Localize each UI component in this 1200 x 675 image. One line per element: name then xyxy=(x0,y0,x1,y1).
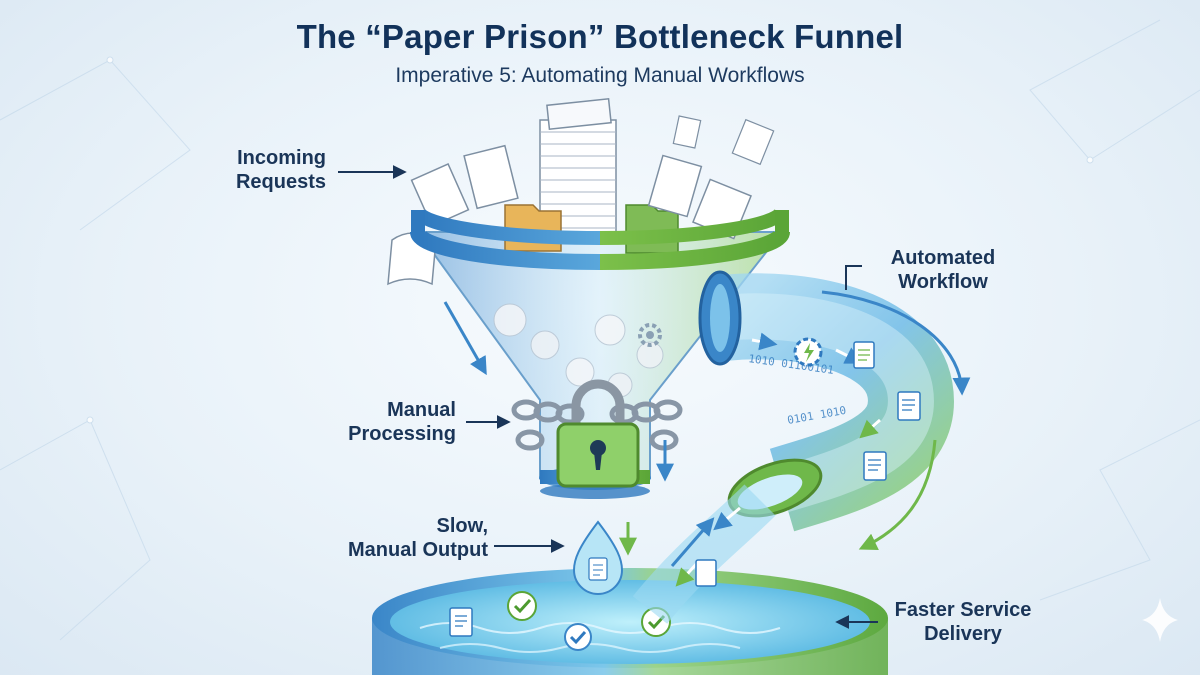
page-title: The “Paper Prison” Bottleneck Funnel xyxy=(296,18,904,55)
chain-icon xyxy=(511,399,683,451)
label-line: Processing xyxy=(348,423,456,445)
padlock-icon xyxy=(556,379,640,488)
label-line: Faster Service xyxy=(894,599,1032,621)
label-manual-processing: Manual Processing xyxy=(306,398,456,446)
checkmark-icon xyxy=(564,623,592,651)
page-subtitle: Imperative 5: Automating Manual Workflow… xyxy=(395,64,805,87)
automated-pipe: 1010 01100101 0101 1010 xyxy=(698,270,954,532)
label-slow-manual-output: Slow, Manual Output xyxy=(310,514,488,562)
label-line: Slow, xyxy=(436,515,488,537)
label-line: Requests xyxy=(235,171,326,193)
label-line: Manual Output xyxy=(348,539,488,561)
label-automated-workflow: Automated Workflow xyxy=(868,246,1018,294)
label-faster-service-delivery: Faster Service Delivery xyxy=(880,598,1046,646)
label-line: Workflow xyxy=(898,271,988,293)
data-stream xyxy=(632,484,776,624)
document-icon xyxy=(863,451,887,481)
document-icon xyxy=(897,391,921,421)
label-line: Automated xyxy=(890,247,996,269)
svg-text:0101 1010: 0101 1010 xyxy=(786,404,847,427)
document-icon xyxy=(449,607,473,637)
gear-icon xyxy=(638,323,662,347)
document-icon xyxy=(853,341,875,369)
checkmark-icon xyxy=(507,591,537,621)
label-line: Incoming xyxy=(237,147,326,169)
label-line: Manual xyxy=(387,399,456,421)
background-network xyxy=(0,19,1200,641)
document-icon xyxy=(387,115,775,286)
label-line: Delivery xyxy=(924,623,1002,645)
water-drop-icon xyxy=(572,520,624,595)
sparkle-icon xyxy=(1142,598,1178,642)
document-icon xyxy=(695,559,717,587)
label-incoming-requests: Incoming Requests xyxy=(190,146,326,194)
funnel-rim xyxy=(410,208,790,270)
lightning-gear-icon xyxy=(793,337,823,367)
